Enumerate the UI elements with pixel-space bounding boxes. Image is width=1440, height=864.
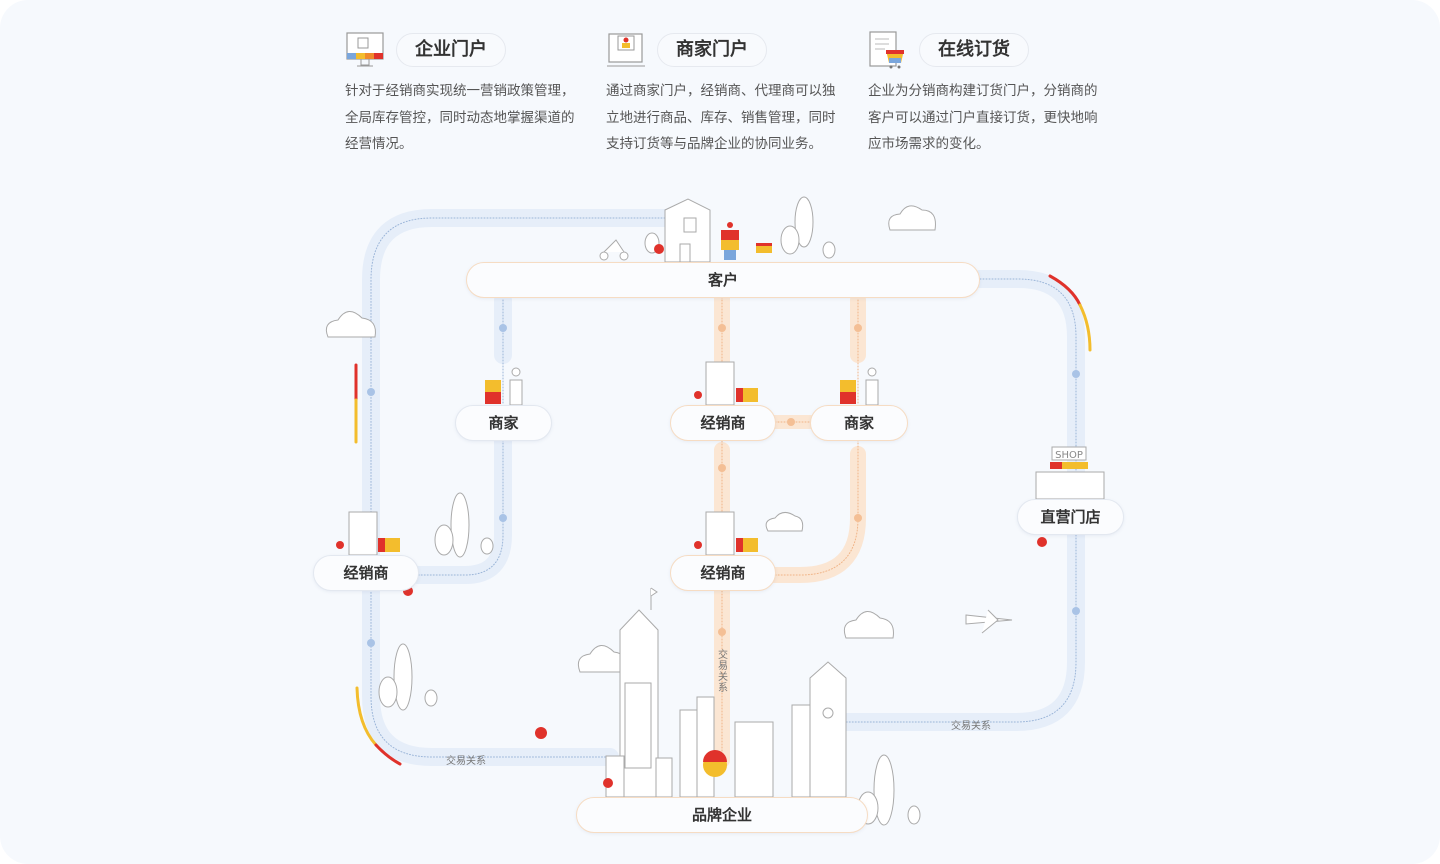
feature-description: 针对于经销商实现统一营销政策管理，全局库存管控，同时动态地掌握渠道的经营情况。 xyxy=(345,83,575,152)
merchant-screen-icon xyxy=(607,33,645,67)
airplane-icon xyxy=(965,609,1013,634)
edge-label-center: 交易关系 xyxy=(718,650,728,694)
feature-title: 企业门户 xyxy=(396,33,506,67)
accent-right-top xyxy=(1048,274,1082,307)
cart-icon xyxy=(756,243,772,253)
scooter-icon xyxy=(599,239,629,261)
merchant-person-icon xyxy=(485,367,879,406)
node-merchant-left: 商家 xyxy=(455,405,552,441)
edge-label-left: 交易关系 xyxy=(446,756,486,767)
order-cart-icon xyxy=(869,31,904,69)
node-dealer-mid-bottom: 经销商 xyxy=(670,555,776,591)
feature-title: 商家门户 xyxy=(657,33,767,67)
dealer-building-icon xyxy=(348,361,758,556)
customer-house-icon xyxy=(664,198,711,263)
edge-label-right: 交易关系 xyxy=(951,721,991,732)
cloud-icon xyxy=(325,205,936,673)
tree-icon xyxy=(378,492,921,826)
shop-sign: SHOP xyxy=(1055,450,1083,461)
badge-tree-icon xyxy=(336,244,1047,788)
node-dealer-mid-top: 经销商 xyxy=(670,405,776,441)
node-merchant-right: 商家 xyxy=(810,405,908,441)
feature-description: 通过商家门户，经销商、代理商可以独立地进行商品、库存、销售管理，同时支持订货等与… xyxy=(606,83,836,152)
node-direct-store: 直营门店 xyxy=(1017,499,1124,535)
node-brand: 品牌企业 xyxy=(576,797,868,833)
feature-description: 企业为分销商构建订货门户，分销商的客户可以通过门户直接订货，更快地响应市场需求的… xyxy=(868,83,1098,152)
brand-badge-icon xyxy=(703,750,727,777)
monitor-icon xyxy=(346,32,384,67)
people-icon xyxy=(721,222,739,260)
node-dealer-left: 经销商 xyxy=(313,555,419,591)
feature-title: 在线订货 xyxy=(919,33,1029,67)
direction-markers xyxy=(367,324,1080,647)
node-customer: 客户 xyxy=(466,262,980,298)
accent-left-bottom xyxy=(355,686,378,747)
